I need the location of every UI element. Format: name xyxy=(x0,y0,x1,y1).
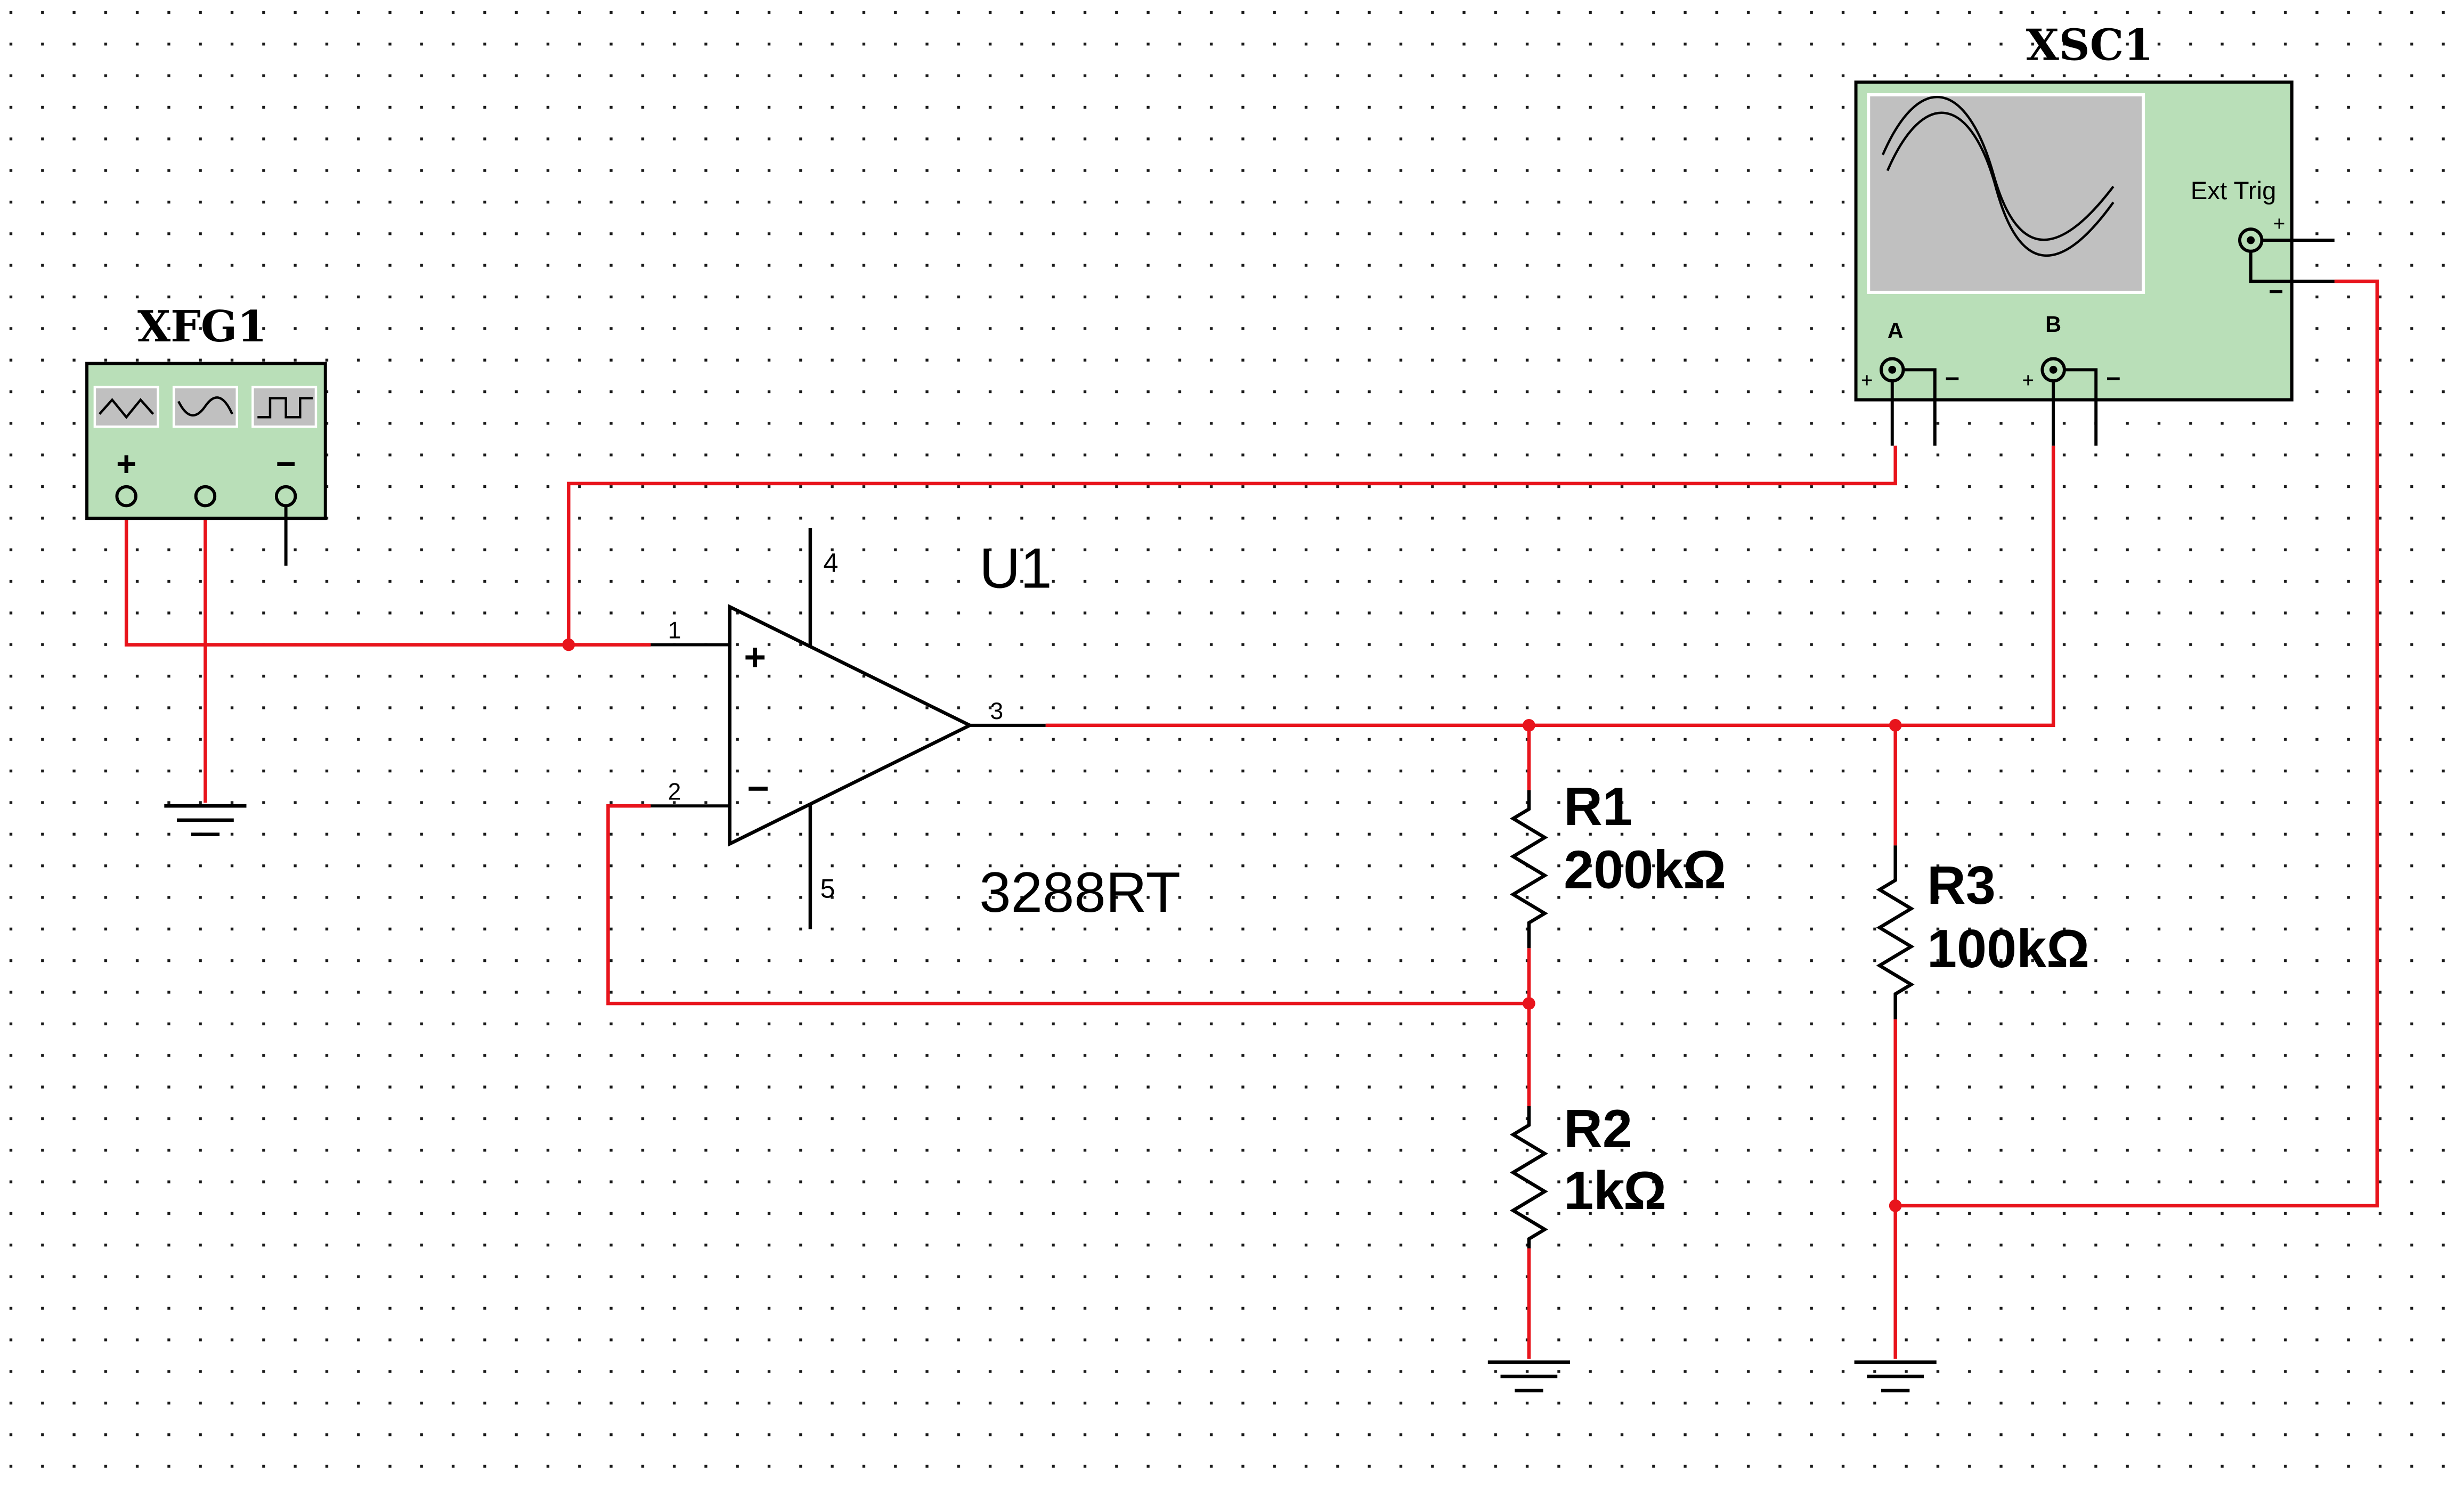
junction-feedback xyxy=(1523,997,1535,1010)
xfg1-minus-label: − xyxy=(276,444,296,483)
xsc1-leads xyxy=(1890,239,2335,446)
xsc1-ref-label: XSC1 xyxy=(2026,20,2153,70)
opamp-pin1-label: 1 xyxy=(668,618,681,644)
opamp-ref-label: U1 xyxy=(979,536,1052,600)
xsc1-screen xyxy=(1867,93,2145,294)
xsc1-trig-plus: + xyxy=(2273,213,2286,235)
xfg1-plus-label: + xyxy=(116,444,136,483)
resistor-r1[interactable]: R1 200kΩ xyxy=(1509,777,1726,949)
r3-zigzag xyxy=(1876,845,1915,1019)
junction-output-r3 xyxy=(1889,719,1902,732)
junction-output-r1 xyxy=(1523,719,1535,732)
xfg1-ref-label: XFG1 xyxy=(137,301,267,352)
junction-r3-trig xyxy=(1889,1199,1902,1212)
xsc1-channel-a-label: A xyxy=(1888,318,1904,343)
opamp-plus-sign: + xyxy=(744,636,766,679)
opamp-pin4-label: 4 xyxy=(823,548,838,578)
opamp-triangle xyxy=(728,604,974,847)
r3-ref-label: R3 xyxy=(1927,856,1996,916)
resistor-r2[interactable]: R2 1kΩ xyxy=(1509,1099,1666,1248)
oscilloscope-xsc1[interactable]: XSC1 Ext Trig A B + − + − + − xyxy=(1854,20,2335,446)
xfg1-common-terminal xyxy=(194,485,217,508)
xfg1-plus-terminal xyxy=(115,485,137,508)
xsc1-channel-b-label: B xyxy=(2045,312,2061,337)
sine-wave-icon xyxy=(172,386,238,428)
ground-symbol-r3 xyxy=(1854,1360,1937,1393)
xsc1-terminals[interactable] xyxy=(1880,227,2264,383)
wire-output-node xyxy=(1045,445,2055,728)
r2-zigzag xyxy=(1509,1106,1548,1248)
wire-fg-plus-to-opamp xyxy=(124,505,651,647)
opamp-u1[interactable]: + − 1 2 3 4 5 U1 3288RT xyxy=(650,527,1181,929)
ground-symbol-xfg1 xyxy=(164,804,247,836)
r1-value-label: 200kΩ xyxy=(1564,840,1726,900)
resistor-r3[interactable]: R3 100kΩ xyxy=(1876,845,2089,1019)
opamp-pin2-label: 2 xyxy=(668,779,681,805)
xsc1-ext-trig-label: Ext Trig xyxy=(2191,177,2276,205)
triangle-wave-icon xyxy=(93,386,159,428)
xsc1-waveform xyxy=(1881,95,2115,257)
opamp-minus-sign: − xyxy=(747,767,769,810)
junctions xyxy=(562,638,1902,1212)
square-wave-icon xyxy=(251,386,318,428)
r2-ref-label: R2 xyxy=(1564,1099,1632,1159)
xsc1-a-minus: − xyxy=(1945,365,1960,393)
opamp-pin3-label: 3 xyxy=(990,698,1003,724)
opamp-part-label: 3288RT xyxy=(979,860,1181,924)
wire-ext-trig xyxy=(1895,279,2379,1208)
xsc1-b-minus: − xyxy=(2106,365,2121,393)
r3-value-label: 100kΩ xyxy=(1927,919,2089,979)
r1-zigzag xyxy=(1509,790,1548,949)
xsc1-a-plus: + xyxy=(1861,369,1873,392)
wire-feedback xyxy=(606,804,1529,1006)
xsc1-b-plus: + xyxy=(2022,369,2034,392)
function-generator-xfg1[interactable]: XFG1 + − xyxy=(85,301,327,566)
r1-ref-label: R1 xyxy=(1564,777,1632,837)
xsc1-terminal-centers xyxy=(1888,236,2255,374)
r2-value-label: 1kΩ xyxy=(1564,1161,1666,1221)
junction-input xyxy=(562,638,575,651)
opamp-pin5-label: 5 xyxy=(820,873,835,903)
ground-symbol-r2 xyxy=(1487,1360,1570,1393)
wire-input-to-scope-a xyxy=(567,445,1897,645)
wires[interactable] xyxy=(124,279,2379,1359)
xfg1-minus-terminal xyxy=(274,485,297,508)
